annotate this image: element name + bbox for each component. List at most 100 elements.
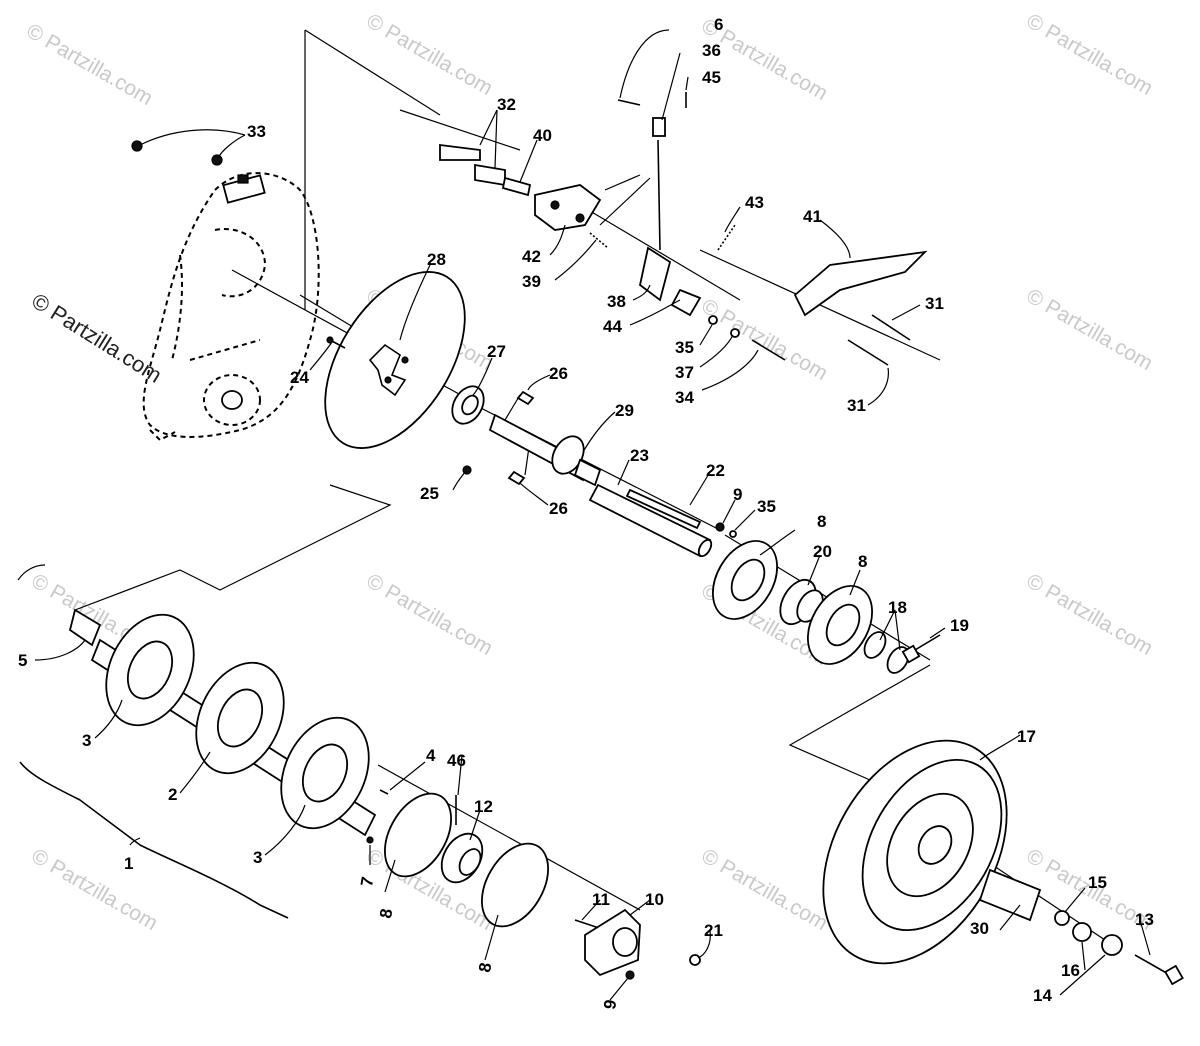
label-part-35: 35 <box>757 497 776 516</box>
nut-9 <box>625 970 635 980</box>
label-part-41: 41 <box>803 207 822 226</box>
label-part-30: 30 <box>970 919 989 938</box>
label-part-8: 8 <box>376 907 396 920</box>
label-part-16: 16 <box>1061 961 1080 980</box>
label-part-33: 33 <box>247 122 266 141</box>
washer-14 <box>1101 934 1123 956</box>
shaft-23 <box>588 483 713 558</box>
watermark-prominent: © Partzilla.com <box>27 288 166 388</box>
bolt-34 <box>751 339 786 361</box>
sprocket-3 <box>280 716 370 830</box>
label-part-26: 26 <box>549 499 568 518</box>
label-part-43: 43 <box>745 193 764 212</box>
label-part-18: 18 <box>888 598 907 617</box>
label-part-37: 37 <box>675 363 694 382</box>
label-part-8: 8 <box>817 512 826 531</box>
brake-disc-28 <box>324 271 466 449</box>
label-part-34: 34 <box>675 388 694 407</box>
key-22 <box>625 488 702 530</box>
label-part-9: 9 <box>600 998 620 1011</box>
label-part-32: 32 <box>497 95 516 114</box>
label-part-31: 31 <box>925 294 944 313</box>
watermark: © Partzilla.com <box>363 9 497 100</box>
watermark: © Partzilla.com <box>363 569 497 660</box>
label-part-36: 36 <box>702 41 721 60</box>
label-part-23: 23 <box>630 446 649 465</box>
bracket-41 <box>793 250 928 317</box>
bolt-13 <box>1134 954 1184 986</box>
label-part-3: 3 <box>82 731 91 750</box>
label-part-2: 2 <box>168 785 177 804</box>
label-part-45: 45 <box>702 68 721 87</box>
watermark: © Partzilla.com <box>28 844 162 935</box>
watermark: © Partzilla.com <box>23 19 157 110</box>
caliper-42 <box>534 184 602 231</box>
label-part-14: 14 <box>1033 986 1052 1005</box>
label-part-8: 8 <box>858 552 867 571</box>
label-part-8: 8 <box>475 961 495 974</box>
flange-8 <box>807 585 873 665</box>
label-part-35: 35 <box>675 338 694 357</box>
label-part-7: 7 <box>357 875 377 888</box>
screw-24 <box>326 336 346 349</box>
bolt-31 <box>847 314 911 366</box>
label-part-20: 20 <box>813 542 832 561</box>
label-part-38: 38 <box>607 292 626 311</box>
label-part-29: 29 <box>615 401 634 420</box>
flange-8 <box>712 540 778 620</box>
pad-40 <box>501 176 532 197</box>
chain-case-housing <box>142 172 320 442</box>
label-part-19: 19 <box>950 616 969 635</box>
part-labels: 1 2 3 3 4 5 6 7 8 8 8 8 9 9 10 11 12 13 … <box>18 15 1154 1011</box>
watermark: © Partzilla.com <box>1023 9 1157 100</box>
label-part-40: 40 <box>533 126 552 145</box>
label-part-24: 24 <box>290 368 309 387</box>
grease-fitting-21 <box>689 954 701 966</box>
label-part-21: 21 <box>704 921 723 940</box>
label-part-22: 22 <box>706 461 725 480</box>
key-26 <box>507 390 535 486</box>
label-part-39: 39 <box>522 272 541 291</box>
bearing-12 <box>440 832 484 884</box>
bracket-1-brace <box>19 761 289 919</box>
washer-35-37 <box>708 315 740 338</box>
label-part-28: 28 <box>427 250 446 269</box>
label-part-4: 4 <box>426 746 436 765</box>
label-part-3: 3 <box>253 848 262 867</box>
spring-43 <box>717 224 736 251</box>
flange-8 <box>384 792 452 878</box>
clip-36 <box>652 117 666 137</box>
label-part-44: 44 <box>603 317 622 336</box>
label-part-10: 10 <box>645 890 664 909</box>
label-part-11: 11 <box>592 890 610 909</box>
label-part-1: 1 <box>124 854 133 873</box>
label-part-27: 27 <box>487 342 506 361</box>
label-part-9: 9 <box>733 485 742 504</box>
leader-lines <box>17 29 1151 1001</box>
label-part-6: 6 <box>714 15 723 34</box>
spring-39 <box>589 232 609 249</box>
label-part-12: 12 <box>474 797 493 816</box>
label-part-26: 26 <box>549 364 568 383</box>
screw-4 <box>379 789 389 795</box>
watermark: © Partzilla.com <box>1023 569 1157 660</box>
label-part-13: 13 <box>1135 910 1154 929</box>
nut-9 <box>715 522 725 532</box>
label-part-17: 17 <box>1017 727 1036 746</box>
hub-27 <box>451 385 485 425</box>
lever-38 <box>638 139 672 302</box>
flange-8 <box>481 842 549 928</box>
label-part-42: 42 <box>522 247 541 266</box>
bearing-housing-10 <box>584 908 641 977</box>
sprocket-3 <box>105 613 195 727</box>
label-part-46: 46 <box>447 751 466 770</box>
shaft-29 <box>488 413 602 487</box>
spacer-30 <box>978 868 1042 922</box>
watermark: © Partzilla.com <box>1023 284 1157 375</box>
label-part-15: 15 <box>1088 873 1107 892</box>
washer-16 <box>1072 922 1092 942</box>
pulley-17 <box>822 739 1008 965</box>
label-part-31: 31 <box>847 396 866 415</box>
bolt-19 <box>901 634 941 664</box>
label-part-5: 5 <box>18 651 27 670</box>
